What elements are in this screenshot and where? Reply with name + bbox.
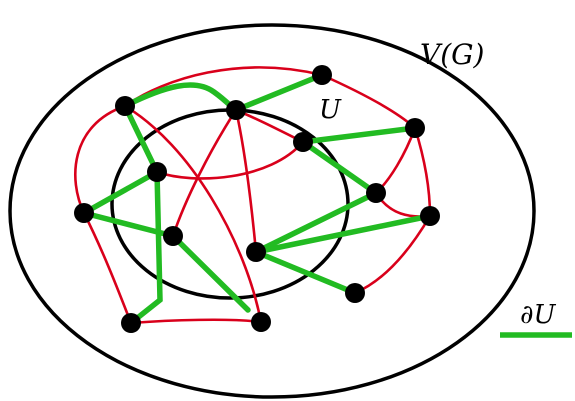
vertex <box>226 100 246 120</box>
vertex <box>251 312 271 332</box>
vertex <box>293 132 313 152</box>
red-edge <box>82 211 133 325</box>
red-edge <box>413 126 432 218</box>
red-edge <box>374 126 417 195</box>
green-edge <box>253 190 379 255</box>
vertex <box>147 162 167 182</box>
vertex <box>345 283 365 303</box>
green-edge <box>300 139 379 196</box>
vertex <box>366 183 386 203</box>
red-edge <box>129 318 263 325</box>
vertex <box>121 313 141 333</box>
vertex <box>405 118 425 138</box>
red-edge <box>155 140 305 180</box>
red-edge <box>234 108 258 254</box>
green-edge <box>122 103 160 175</box>
boundary-legend-label: ∂U <box>520 300 556 330</box>
green-edge <box>253 249 358 296</box>
red-edge <box>123 104 263 324</box>
green-edge <box>233 72 325 113</box>
outer-set-label: V(G) <box>420 38 484 71</box>
vertex <box>312 65 332 85</box>
vertex <box>246 242 266 262</box>
outer-set-ellipse <box>8 23 536 399</box>
inner-set-label: U <box>319 95 342 125</box>
red-edge <box>74 104 127 215</box>
vertex <box>163 226 183 246</box>
vertices <box>74 65 440 333</box>
vertex <box>420 206 440 226</box>
green-edge <box>81 169 160 216</box>
green-edge <box>170 233 251 313</box>
green-edge <box>300 125 418 145</box>
green-edge <box>253 213 433 255</box>
red-edge <box>171 108 238 238</box>
green-edge <box>122 82 239 113</box>
vertex <box>74 203 94 223</box>
red-edge <box>353 214 432 295</box>
green-edge <box>81 210 176 239</box>
vertex <box>115 96 135 116</box>
green-edge <box>128 169 163 326</box>
